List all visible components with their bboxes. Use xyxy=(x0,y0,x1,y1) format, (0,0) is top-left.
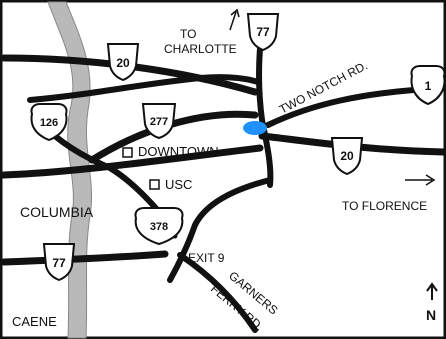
shield-i20-right: 20 xyxy=(330,137,364,176)
direction-arrow-icon xyxy=(229,8,240,31)
road-277-spur xyxy=(27,74,261,103)
river xyxy=(47,1,93,339)
road-378 xyxy=(167,177,273,283)
shield-i20-right-label: 20 xyxy=(340,149,354,163)
shield-us378-label: 378 xyxy=(150,221,168,233)
shield-us1-label: 1 xyxy=(425,79,432,93)
shield-i77-top: 77 xyxy=(246,13,280,52)
shield-i277-label: 277 xyxy=(150,116,168,128)
shield-i20-left: 20 xyxy=(106,43,140,82)
label-columbia: COLUMBIA xyxy=(20,204,94,220)
direction-arrow-icon xyxy=(405,174,436,186)
road-i77-north xyxy=(256,25,274,188)
label-to-florence: TO FLORENCE xyxy=(342,199,427,213)
shield-i77-top-label: 77 xyxy=(256,25,270,39)
road-main-ew xyxy=(0,144,264,179)
shield-us378: 378 xyxy=(134,207,184,246)
north-arrow-icon: N xyxy=(426,282,438,323)
shield-i20-left-label: 20 xyxy=(116,56,130,70)
shield-us1: 1 xyxy=(410,65,446,106)
road-i77-south xyxy=(0,250,169,266)
landmark-square-icon xyxy=(122,147,133,158)
shield-i126: 126 xyxy=(30,103,68,142)
label-to-charlotte-1: TO xyxy=(180,27,196,41)
shield-i277: 277 xyxy=(141,103,177,140)
label-exit9: EXIT 9 xyxy=(188,251,225,265)
label-usc: USC xyxy=(165,177,192,192)
shield-i77-bottom-label: 77 xyxy=(52,256,66,270)
location-marker-icon xyxy=(243,121,267,135)
label-to-charlotte-2: CHARLOTTE xyxy=(164,42,237,56)
shield-i126-label: 126 xyxy=(40,117,58,129)
label-downtown: DOWNTOWN xyxy=(138,144,219,159)
road-126 xyxy=(45,127,173,228)
road-garners-ferry xyxy=(177,252,258,333)
landmark-square-icon xyxy=(149,179,160,190)
shield-i77-bottom: 77 xyxy=(42,243,76,282)
north-label: N xyxy=(426,307,436,323)
label-caene: CAENE xyxy=(12,314,57,329)
